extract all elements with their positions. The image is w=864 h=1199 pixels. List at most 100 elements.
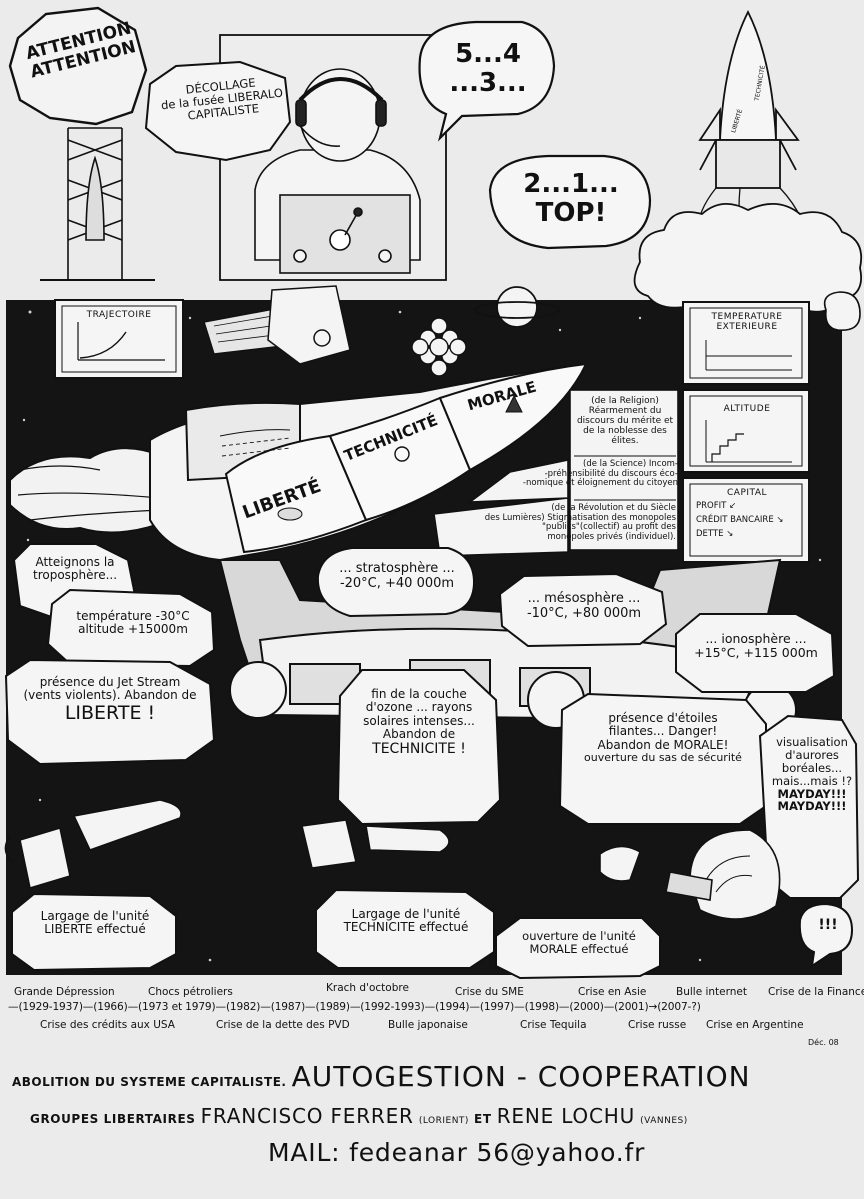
note-revolution-line-3: "publics"(collectif) au profit des [542, 522, 676, 533]
note-revolution-line-4: monopoles privés (individuel). [547, 531, 676, 542]
largage-liberte-text: Largage de l'unité LIBERTE effectué [14, 909, 176, 937]
timeline-bottom-label: Crise de la dette des PVD [216, 1019, 350, 1031]
largage-technicite-bubble [315, 888, 495, 969]
note-religion-line-1: (de la Religion) [591, 396, 659, 406]
ozone-line-5: TECHNICITE ! [372, 740, 466, 757]
abolition-text: ABOLITION DU SYSTEME CAPITALISTE. [12, 1075, 287, 1089]
et-text: ET [474, 1112, 492, 1126]
note-revolution: (de la Révolution et du Siècle des Lumiè… [440, 503, 676, 542]
aurores-line-1: visualisation [776, 735, 848, 749]
capital-dette: DETTE ↘ [696, 529, 734, 539]
note-science-line-2: -préhensibilité du discours éco- [544, 468, 678, 479]
troposphere-temp: température -30°C [76, 609, 190, 623]
troposphere-text: Atteignons la troposphère... [18, 555, 132, 583]
largage-technicite-line-2: TECHNICITE effectué [343, 920, 469, 935]
ouverture-morale-bubble [495, 917, 661, 980]
largage-liberte-bubble [11, 892, 177, 972]
main-rocket [9, 362, 588, 562]
altitude-panel [682, 389, 810, 473]
flower-icon [411, 317, 467, 377]
etoiles-text: présence d'étoiles filantes... Danger! A… [562, 711, 764, 765]
satellite-icon [203, 285, 351, 365]
aurores-line-6: MAYDAY!!! [777, 799, 847, 814]
vannes-text: (VANNES) [640, 1116, 688, 1126]
temperature-altitude-bubble [46, 588, 216, 668]
ozone-line-4: Abandon de [382, 727, 456, 742]
timeline-top-label: Crise du SME [455, 986, 524, 998]
aurores-text: visualisation d'aurores boréales... mais… [768, 736, 856, 813]
note-science: (de la Science) Incom- -préhensibilité d… [514, 459, 678, 489]
timeline-top-label: Chocs pétroliers [148, 986, 233, 998]
note-science-line-3: -nomique et éloignement du citoyen [522, 478, 678, 489]
timeline-dates: —(1929-1937)—(1966)—(1973 et 1979)—(1982… [8, 1001, 701, 1013]
jetstream-line-3: LIBERTE ! [64, 701, 156, 724]
ozone-line-2: d'ozone ... rayons [365, 700, 473, 715]
notes-panel [569, 389, 679, 551]
ionosphere-bubble [675, 613, 836, 693]
etoiles-line-1: présence d'étoiles [608, 711, 718, 725]
note-revolution-line-2: des Lumières) Stigmatisation des monopol… [484, 512, 676, 523]
satellite-dish-icon [599, 829, 781, 920]
stratosphere-text: ... stratosphère ... -20°C, +40 000m [322, 561, 472, 591]
ozone-line-3: solaires intenses... [363, 713, 475, 728]
temperature-title-line-1: TEMPERATURE [711, 312, 783, 322]
mesosphere-line-2: -10°C, +80 000m [526, 605, 642, 621]
ozone-line-1: fin de la couche [371, 687, 467, 701]
capital-panel [682, 477, 810, 563]
launch-cloud [633, 203, 863, 313]
troposphere-line-1: Atteignons la [35, 555, 115, 569]
footer-line-2: GROUPES LIBERTAIRES FRANCISCO FERRER (LO… [30, 1104, 688, 1128]
decollage-bubble [144, 60, 292, 162]
countdown-1-line-2: ...3... [449, 68, 527, 99]
largage-technicite-line-1: Largage de l'unité [351, 907, 461, 921]
operator-figure [254, 68, 421, 274]
attention-sign [8, 6, 148, 126]
lochu-text: RENE LOCHU [496, 1104, 636, 1128]
altitude-title: ALTITUDE [723, 404, 771, 414]
countdown-bubble-1 [418, 20, 556, 142]
etoiles-line-3: Abandon de MORALE! [597, 737, 729, 752]
countdown-1: 5...4 ...3... [424, 39, 552, 99]
troposphere-alt: altitude +15000m [78, 622, 188, 637]
autogestion-text: AUTOGESTION - COOPERATION [291, 1060, 751, 1093]
temperature-title-line-2: EXTERIEURE [716, 322, 778, 332]
troposphere-line-2: troposphère... [32, 568, 118, 583]
aurores-line-4: mais...mais !? [771, 773, 853, 788]
launch-tower-icon [40, 127, 155, 281]
stratosphere-bubble [316, 547, 476, 618]
planet-icon [474, 286, 560, 328]
timeline-top-label: Bulle internet [676, 986, 748, 998]
timeline-bottom-label: Bulle japonaise [388, 1019, 468, 1031]
jetstream-text: présence du Jet Stream (vents violents).… [10, 675, 210, 724]
trajectoire-panel [54, 299, 184, 379]
mesosphere-text: ... mésosphère ... -10°C, +80 000m [504, 591, 664, 621]
countdown-2: 2...1... TOP! [494, 169, 648, 228]
timeline-bottom-label: Crise russe [628, 1019, 687, 1031]
ozone-text: fin de la couche d'ozone ... rayons sola… [342, 687, 496, 757]
groupes-text: GROUPES LIBERTAIRES [30, 1112, 196, 1126]
timeline-bottom-label: Crise en Argentine [706, 1019, 804, 1031]
exclaim-text: !!! [818, 917, 838, 933]
capital-credit: CRÉDIT BANCAIRE ↘ [696, 515, 784, 525]
countdown-1-line-1: 5...4 [455, 39, 521, 69]
aurores-line-3: boréales... [781, 760, 843, 775]
ionosphere-line-1: ... ionosphère ... [705, 631, 807, 646]
timeline-top-label: Krach d'octobre [326, 982, 409, 994]
etoiles-line-4: ouverture du sas de sécurité [584, 751, 742, 765]
jetstream-line-2: (vents violents). Abandon de [23, 688, 197, 703]
capital-title: CAPITAL [727, 488, 767, 498]
timeline-bottom-label: Crise des crédits aux USA [40, 1019, 175, 1031]
mail-text: MAIL: fedeanar 56@yahoo.fr [268, 1138, 646, 1167]
jetstream-bubble [4, 658, 216, 766]
note-science-line-1: (de la Science) Incom- [583, 459, 678, 469]
timeline-top-label: Grande Dépression [14, 986, 115, 998]
aurores-line-2: d'aurores [785, 747, 839, 762]
stratosphere-line-1: ... stratosphère ... [339, 561, 455, 576]
note-religion-line-2: Réarmement du [588, 406, 662, 417]
jetstream-line-1: présence du Jet Stream [39, 675, 181, 689]
ozone-bubble [336, 669, 502, 826]
footer-line-1: ABOLITION DU SYSTEME CAPITALISTE. AUTOGE… [12, 1060, 751, 1093]
ouverture-morale-line-1: ouverture de l'unité [522, 929, 636, 943]
